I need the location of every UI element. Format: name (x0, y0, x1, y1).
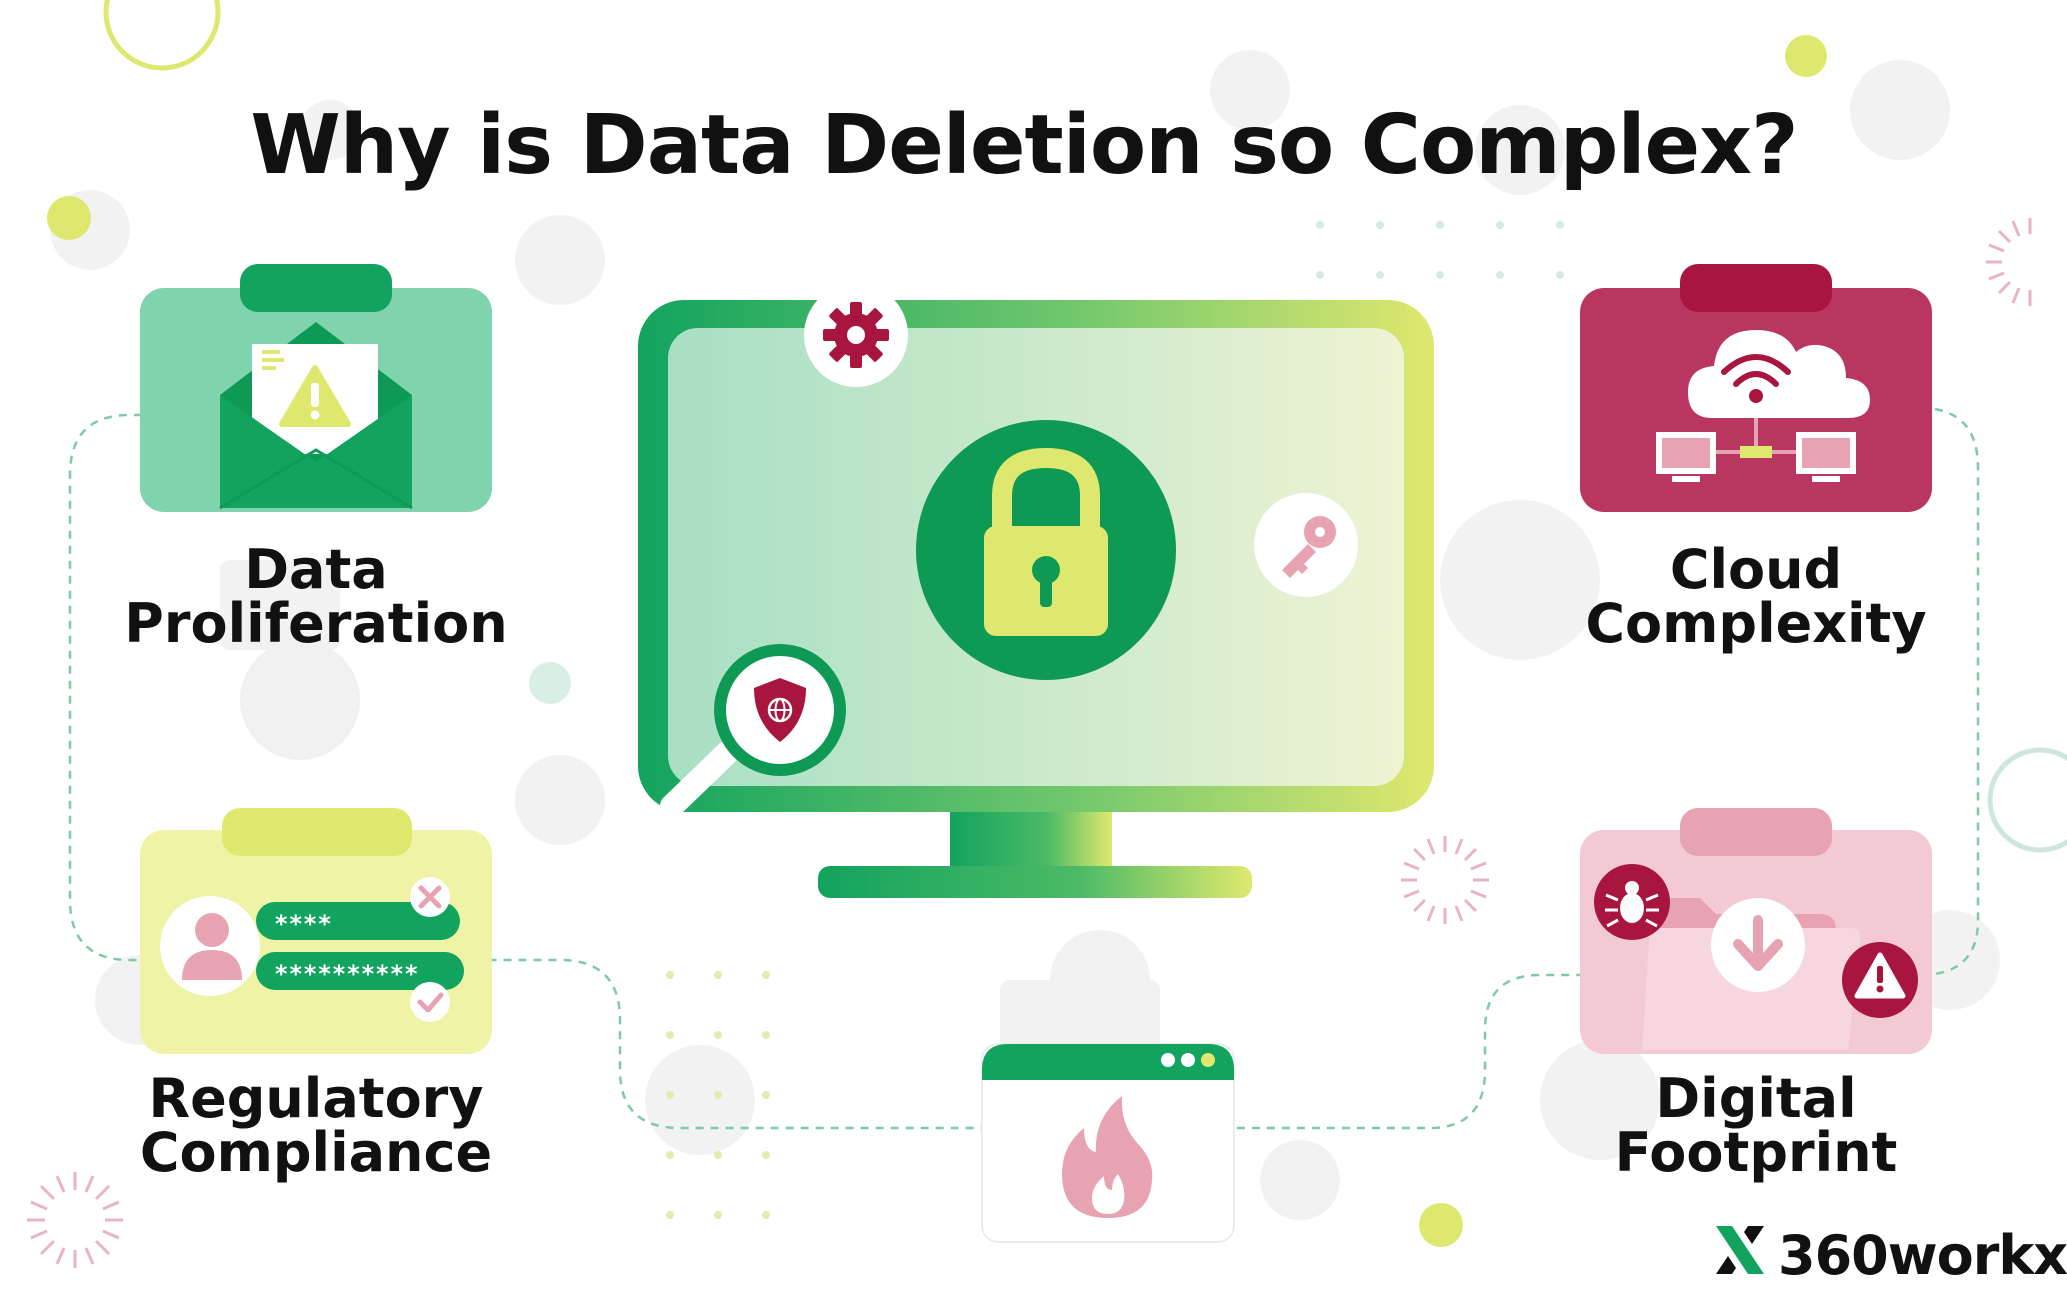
bug-icon (1594, 864, 1670, 940)
page-title: Why is Data Deletion so Complex? (250, 98, 1798, 193)
deco-ring (1987, 747, 2067, 853)
browser-window-illustration (981, 1043, 1235, 1243)
brand-logo-icon (1716, 1226, 1764, 1274)
short-password-mask: **** (274, 910, 332, 938)
deco-ring (103, 0, 221, 71)
sunburst-deco (27, 218, 2032, 1268)
digital-footprint-card (1580, 808, 1932, 1054)
label-line: Footprint (1614, 1121, 1898, 1184)
monitor-illustration (638, 283, 1434, 898)
label-regulatory-compliance: Regulatory Compliance (116, 1072, 516, 1180)
deco-dot (1785, 35, 1827, 77)
data-proliferation-card (140, 264, 492, 512)
dot-grid (666, 971, 770, 1219)
label-data-proliferation: Data Proliferation (116, 543, 516, 651)
label-digital-footprint: Digital Footprint (1556, 1072, 1956, 1180)
label-line: Data (244, 538, 388, 601)
deco-dot (529, 662, 571, 704)
folder-download-icon (1642, 898, 1861, 1050)
cloud-complexity-card (1580, 264, 1932, 512)
padlock-icon (916, 420, 1176, 680)
cloud-network-icon (1656, 330, 1870, 482)
warning-icon (1842, 942, 1918, 1018)
label-line: Proliferation (124, 592, 508, 655)
deco-dot (47, 196, 91, 240)
gear-icon (804, 283, 908, 387)
flame-icon (1062, 1096, 1153, 1218)
envelope-warning-icon (219, 322, 413, 510)
regulatory-compliance-card (140, 808, 492, 1054)
brand-name: 360workx (1778, 1223, 2067, 1287)
user-credentials-icon (160, 877, 464, 1022)
label-line: Cloud (1669, 538, 1843, 601)
label-line: Digital (1655, 1067, 1857, 1130)
label-cloud-complexity: Cloud Complexity (1556, 543, 1956, 651)
key-icon (1254, 493, 1358, 597)
security-magnifier-icon (660, 644, 846, 818)
label-line: Regulatory (148, 1067, 484, 1130)
brand-logo: 360workx (1716, 1220, 2067, 1290)
label-line: Compliance (139, 1121, 493, 1184)
dot-grid (1316, 221, 1564, 279)
deco-dot (1419, 1203, 1463, 1247)
label-line: Complexity (1585, 592, 1927, 655)
long-password-mask: ********** (274, 960, 419, 988)
